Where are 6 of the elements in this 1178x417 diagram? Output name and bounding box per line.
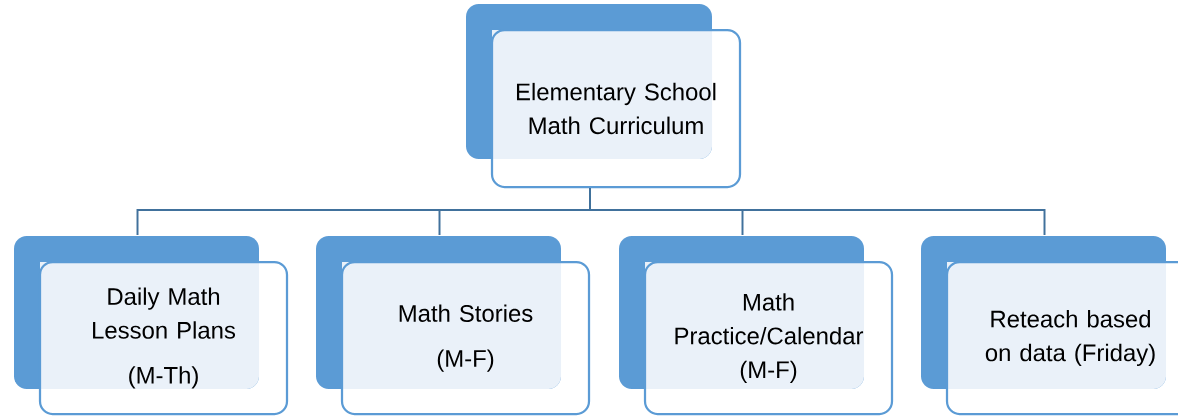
process-box: Elementary School Math Curriculum bbox=[466, 4, 742, 189]
process-box: Daily Math Lesson Plans (M-Th) bbox=[14, 236, 289, 416]
process-box: Math Stories (M-F) bbox=[316, 236, 591, 416]
process-box: Reteach based on data (Friday) bbox=[921, 236, 1178, 416]
process-box: Math Practice/Calendar (M-F) bbox=[619, 236, 894, 416]
connector-line bbox=[589, 187, 1046, 236]
